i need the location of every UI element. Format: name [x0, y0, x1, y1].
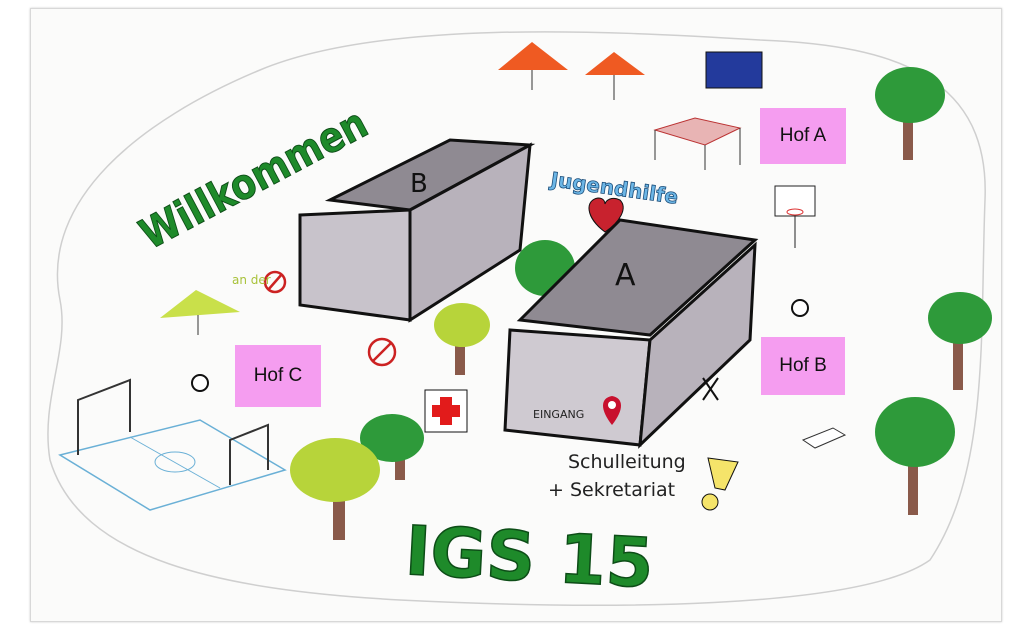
soccer-field-icon — [58, 378, 287, 511]
building-b-label: B — [410, 169, 428, 199]
building-b: B — [298, 138, 536, 323]
campus-outline — [47, 31, 986, 606]
football-icon — [191, 374, 209, 392]
cutlery-icon — [702, 377, 719, 401]
building-a: A EINGANG — [503, 218, 759, 449]
heart-icon — [588, 197, 624, 233]
football-icon — [791, 299, 809, 317]
school-name: IGS 15 — [403, 512, 655, 604]
table-tennis-icon — [801, 427, 847, 449]
hof-b-label: Hof B — [761, 337, 845, 395]
location-pin-icon — [603, 396, 621, 425]
flag-icon — [705, 51, 763, 89]
no-smoking-icon — [367, 337, 397, 367]
umbrella-icon — [160, 42, 645, 335]
first-aid-icon — [424, 389, 468, 433]
climbing-net-icon — [653, 117, 742, 170]
hof-a-label: Hof A — [760, 108, 846, 164]
basketball-hoop-icon — [774, 185, 816, 248]
entrance-label: EINGANG — [533, 408, 584, 421]
exclamation-icon — [701, 457, 739, 511]
hof-c-label: Hof C — [235, 345, 321, 407]
building-a-label: A — [615, 258, 636, 293]
office-label-line2: + Sekretariat — [548, 479, 675, 501]
office-label-line1: Schulleitung — [568, 451, 686, 473]
welcome-subtitle: an der — [232, 273, 271, 287]
no-entry-icon — [263, 270, 287, 294]
